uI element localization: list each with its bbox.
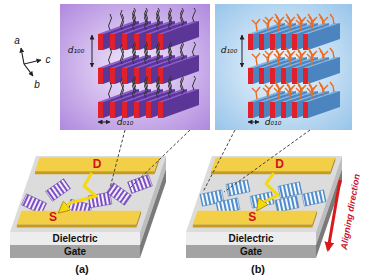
- aligning-arrow: [328, 180, 340, 250]
- direction-label: Aligning direction: [339, 173, 362, 250]
- lamella-row: [248, 48, 340, 84]
- electrode-label: S: [246, 210, 258, 225]
- grain: [226, 180, 250, 196]
- film-surface: [10, 156, 166, 232]
- grain: [107, 183, 132, 205]
- dielectric-layer: Dielectric: [10, 232, 140, 245]
- layer-label: Dielectric: [228, 233, 273, 244]
- gate-side: [316, 169, 342, 258]
- packing-inset: [60, 4, 210, 130]
- panel-label: (a): [75, 263, 88, 275]
- electrode-letter: D: [93, 158, 102, 171]
- layer-label: Gate: [240, 246, 262, 257]
- layer-label: Gate: [64, 246, 86, 257]
- transport-arrow: [258, 173, 278, 209]
- axis-label: a: [14, 35, 20, 46]
- spacing-label: d₁₀₀: [221, 46, 238, 56]
- lamella-row: [98, 76, 199, 118]
- electrode-letter: D: [275, 158, 284, 171]
- spacing-arrow: [98, 122, 110, 123]
- grain: [302, 190, 326, 206]
- grain: [278, 182, 302, 198]
- grains: [200, 180, 326, 214]
- grain: [275, 196, 299, 212]
- axis-arrows: [21, 48, 41, 76]
- grain: [128, 175, 153, 194]
- spacing-label: d₁₀₀: [68, 46, 85, 56]
- axis-label: b: [34, 79, 40, 90]
- drain-electrode: [35, 158, 159, 175]
- axis-arrow: [24, 60, 41, 64]
- spacing-arrow: [92, 35, 93, 67]
- spacing-label: d₀₁₀: [117, 118, 134, 128]
- electrode-label: S: [47, 210, 59, 225]
- electrode-letter: S: [49, 211, 57, 224]
- drain-electrode: [211, 158, 335, 175]
- gate-layer: Gate: [10, 245, 140, 258]
- lamella-row: [248, 82, 340, 118]
- axis-arrow: [21, 48, 24, 64]
- axis-arrow: [24, 64, 33, 76]
- zoom-line: [110, 130, 125, 188]
- zoom-line: [130, 130, 190, 188]
- electrode-letter: S: [248, 211, 256, 224]
- packing-inset: [215, 4, 352, 130]
- source-electrode: [193, 211, 317, 228]
- grain: [46, 179, 71, 201]
- grain: [88, 192, 112, 208]
- spacing-arrow: [248, 122, 259, 123]
- spacing-arrow: [242, 35, 243, 67]
- layer-label: Dielectric: [52, 233, 97, 244]
- dielectric-layer: Dielectric: [186, 232, 316, 245]
- film-surface: [186, 156, 342, 232]
- electrode-label: D: [273, 157, 286, 172]
- zoom-line: [203, 130, 235, 192]
- electrode-label: D: [91, 157, 104, 172]
- axis-label: c: [46, 54, 51, 65]
- panel-label: (b): [251, 263, 265, 275]
- spacing-label: d₀₁₀: [265, 118, 282, 128]
- transport-arrow: [60, 173, 96, 212]
- lamella-row: [248, 14, 340, 50]
- gate-layer: Gate: [186, 245, 316, 258]
- source-electrode: [17, 211, 141, 228]
